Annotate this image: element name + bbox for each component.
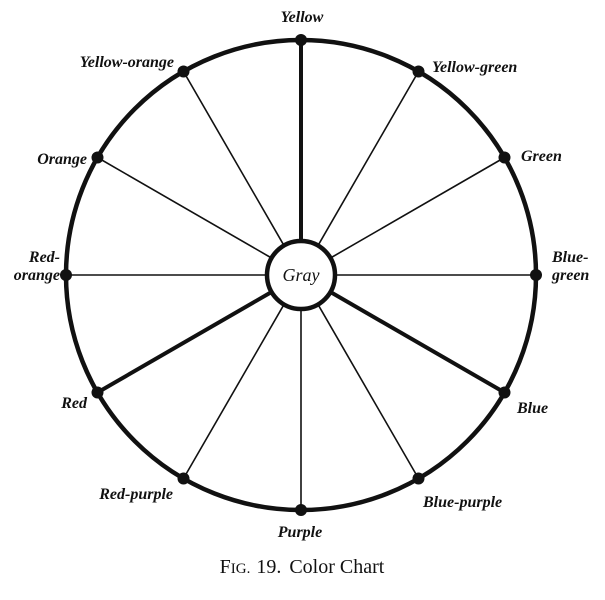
dot-blue [498, 386, 511, 399]
dot-red [91, 386, 104, 399]
label-red-line-1: Red [60, 395, 88, 412]
caption-fig-number: 19. [256, 556, 281, 578]
spokes-group [66, 40, 536, 510]
label-red-orange-line-2: orange [14, 267, 60, 284]
center-label: Gray [283, 265, 320, 285]
caption-fig-first: F [220, 556, 231, 578]
dot-green [498, 151, 511, 164]
label-red-orange-line-1: Red- [28, 249, 60, 266]
dot-blue-green [530, 269, 542, 281]
dot-red-purple [177, 472, 190, 485]
label-red-orange: Red-orange [14, 249, 60, 284]
label-yellow-green-line-1: Yellow-green [432, 59, 517, 76]
label-blue-green: Blue-green [551, 249, 589, 284]
spoke-blue [331, 291, 506, 395]
dot-yellow [295, 34, 307, 46]
label-red-purple-line-1: Red-purple [98, 486, 173, 503]
label-blue-green-line-2: green [551, 267, 589, 284]
dot-yellow-green [412, 65, 425, 78]
label-blue-purple: Blue-purple [422, 494, 502, 511]
spoke-red [96, 291, 271, 395]
label-purple: Purple [277, 524, 322, 541]
label-red-purple: Red-purple [98, 486, 173, 503]
caption-title: Color Chart [289, 556, 384, 578]
dot-red-orange [60, 269, 72, 281]
spoke-yellow-green [318, 71, 420, 245]
label-orange-line-1: Orange [37, 151, 87, 168]
label-green-line-1: Green [521, 148, 562, 165]
label-blue: Blue [516, 400, 548, 417]
label-red: Red [60, 395, 88, 412]
label-blue-green-line-1: Blue- [551, 249, 588, 266]
spoke-yellow-orange [182, 71, 284, 245]
label-yellow-orange: Yellow-orange [80, 54, 174, 71]
caption-fig-rest: IG. [231, 561, 251, 577]
center-circle [264, 238, 338, 312]
figure-caption: FIG. 19. Color Chart [220, 556, 385, 578]
labels-group: YellowYellow-greenGreenBlue-greenBlueBlu… [14, 9, 590, 541]
label-orange: Orange [37, 151, 87, 168]
label-yellow-orange-line-1: Yellow-orange [80, 54, 174, 71]
dot-purple [295, 504, 307, 516]
spoke-blue-purple [318, 305, 420, 479]
label-blue-purple-line-1: Blue-purple [422, 494, 502, 511]
dot-yellow-orange [177, 65, 190, 78]
label-yellow-green: Yellow-green [432, 59, 517, 76]
dot-orange [91, 151, 104, 164]
spoke-green [331, 156, 505, 258]
dot-blue-purple [412, 472, 425, 485]
label-yellow-line-1: Yellow [281, 9, 324, 26]
label-blue-line-1: Blue [516, 400, 548, 417]
spoke-orange [97, 156, 271, 258]
spoke-red-purple [182, 305, 284, 479]
dots-group [60, 34, 542, 516]
label-yellow: Yellow [281, 9, 324, 26]
label-purple-line-1: Purple [277, 524, 322, 541]
label-green: Green [521, 148, 562, 165]
